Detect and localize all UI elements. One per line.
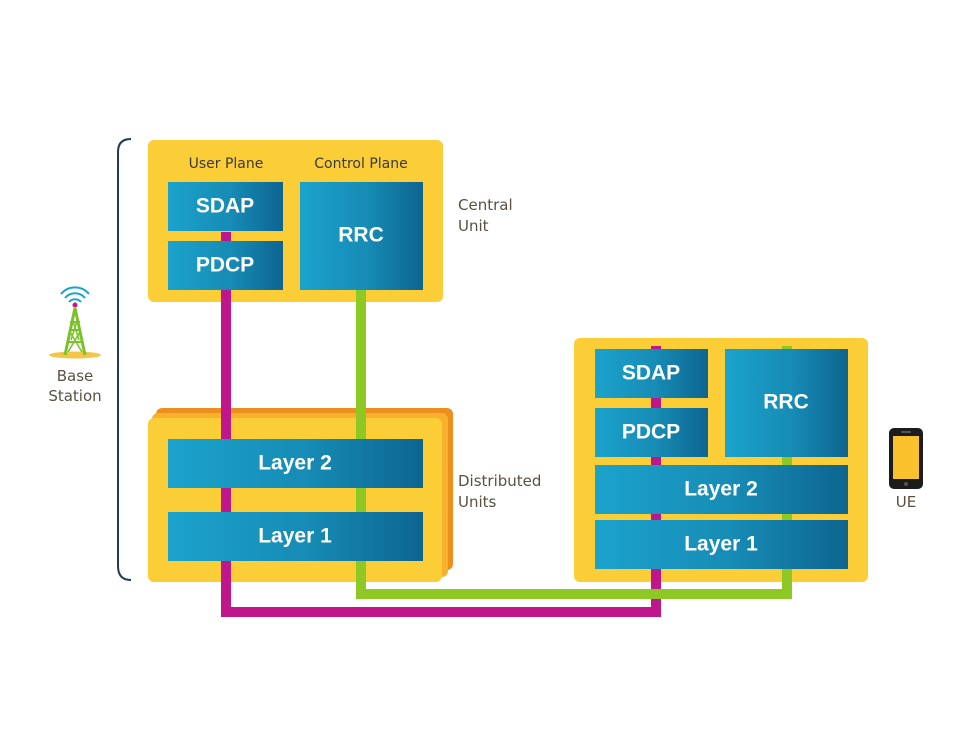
ue-rrc-block: [725, 349, 848, 457]
du-layer2-block: [168, 439, 423, 488]
base-station-label-line1: Base: [57, 367, 94, 385]
ue-layer2-block: [595, 465, 848, 514]
cu-sdap-label: SDAP: [196, 195, 254, 218]
cell-tower-icon: [49, 286, 101, 359]
ue-sdap-label: SDAP: [622, 362, 680, 385]
du-layer1-label: Layer 1: [258, 525, 332, 548]
distributed-units-label-line1: Distributed: [458, 472, 541, 490]
base-station-label-line2: Station: [48, 387, 101, 405]
central-unit-label-line1: Central: [458, 196, 513, 214]
cu-rrc-label: RRC: [338, 224, 384, 247]
base-station-bracket: [117, 138, 132, 581]
smartphone-icon: [889, 428, 923, 489]
ue-sdap-block: [595, 349, 708, 398]
ue-layer1-block: [595, 520, 848, 569]
cu-rrc-block: [300, 182, 423, 290]
du-layer1-block: [168, 512, 423, 561]
cu-sdap-block: [168, 182, 283, 231]
cu-pdcp-label: PDCP: [196, 254, 254, 277]
ue-layer2-label: Layer 2: [684, 478, 758, 501]
ue-pdcp-label: PDCP: [622, 421, 680, 444]
ue-label: UE: [896, 493, 916, 511]
central-unit-label-line2: Unit: [458, 217, 489, 235]
control-plane-label: Control Plane: [314, 156, 407, 172]
ue-layer1-label: Layer 1: [684, 533, 758, 556]
du-layer2-label: Layer 2: [258, 452, 332, 475]
user-plane-label: User Plane: [189, 156, 264, 172]
ue-rrc-label: RRC: [763, 391, 809, 414]
ue-pdcp-block: [595, 408, 708, 457]
distributed-units-label-line2: Units: [458, 493, 497, 511]
cu-pdcp-block: [168, 241, 283, 290]
